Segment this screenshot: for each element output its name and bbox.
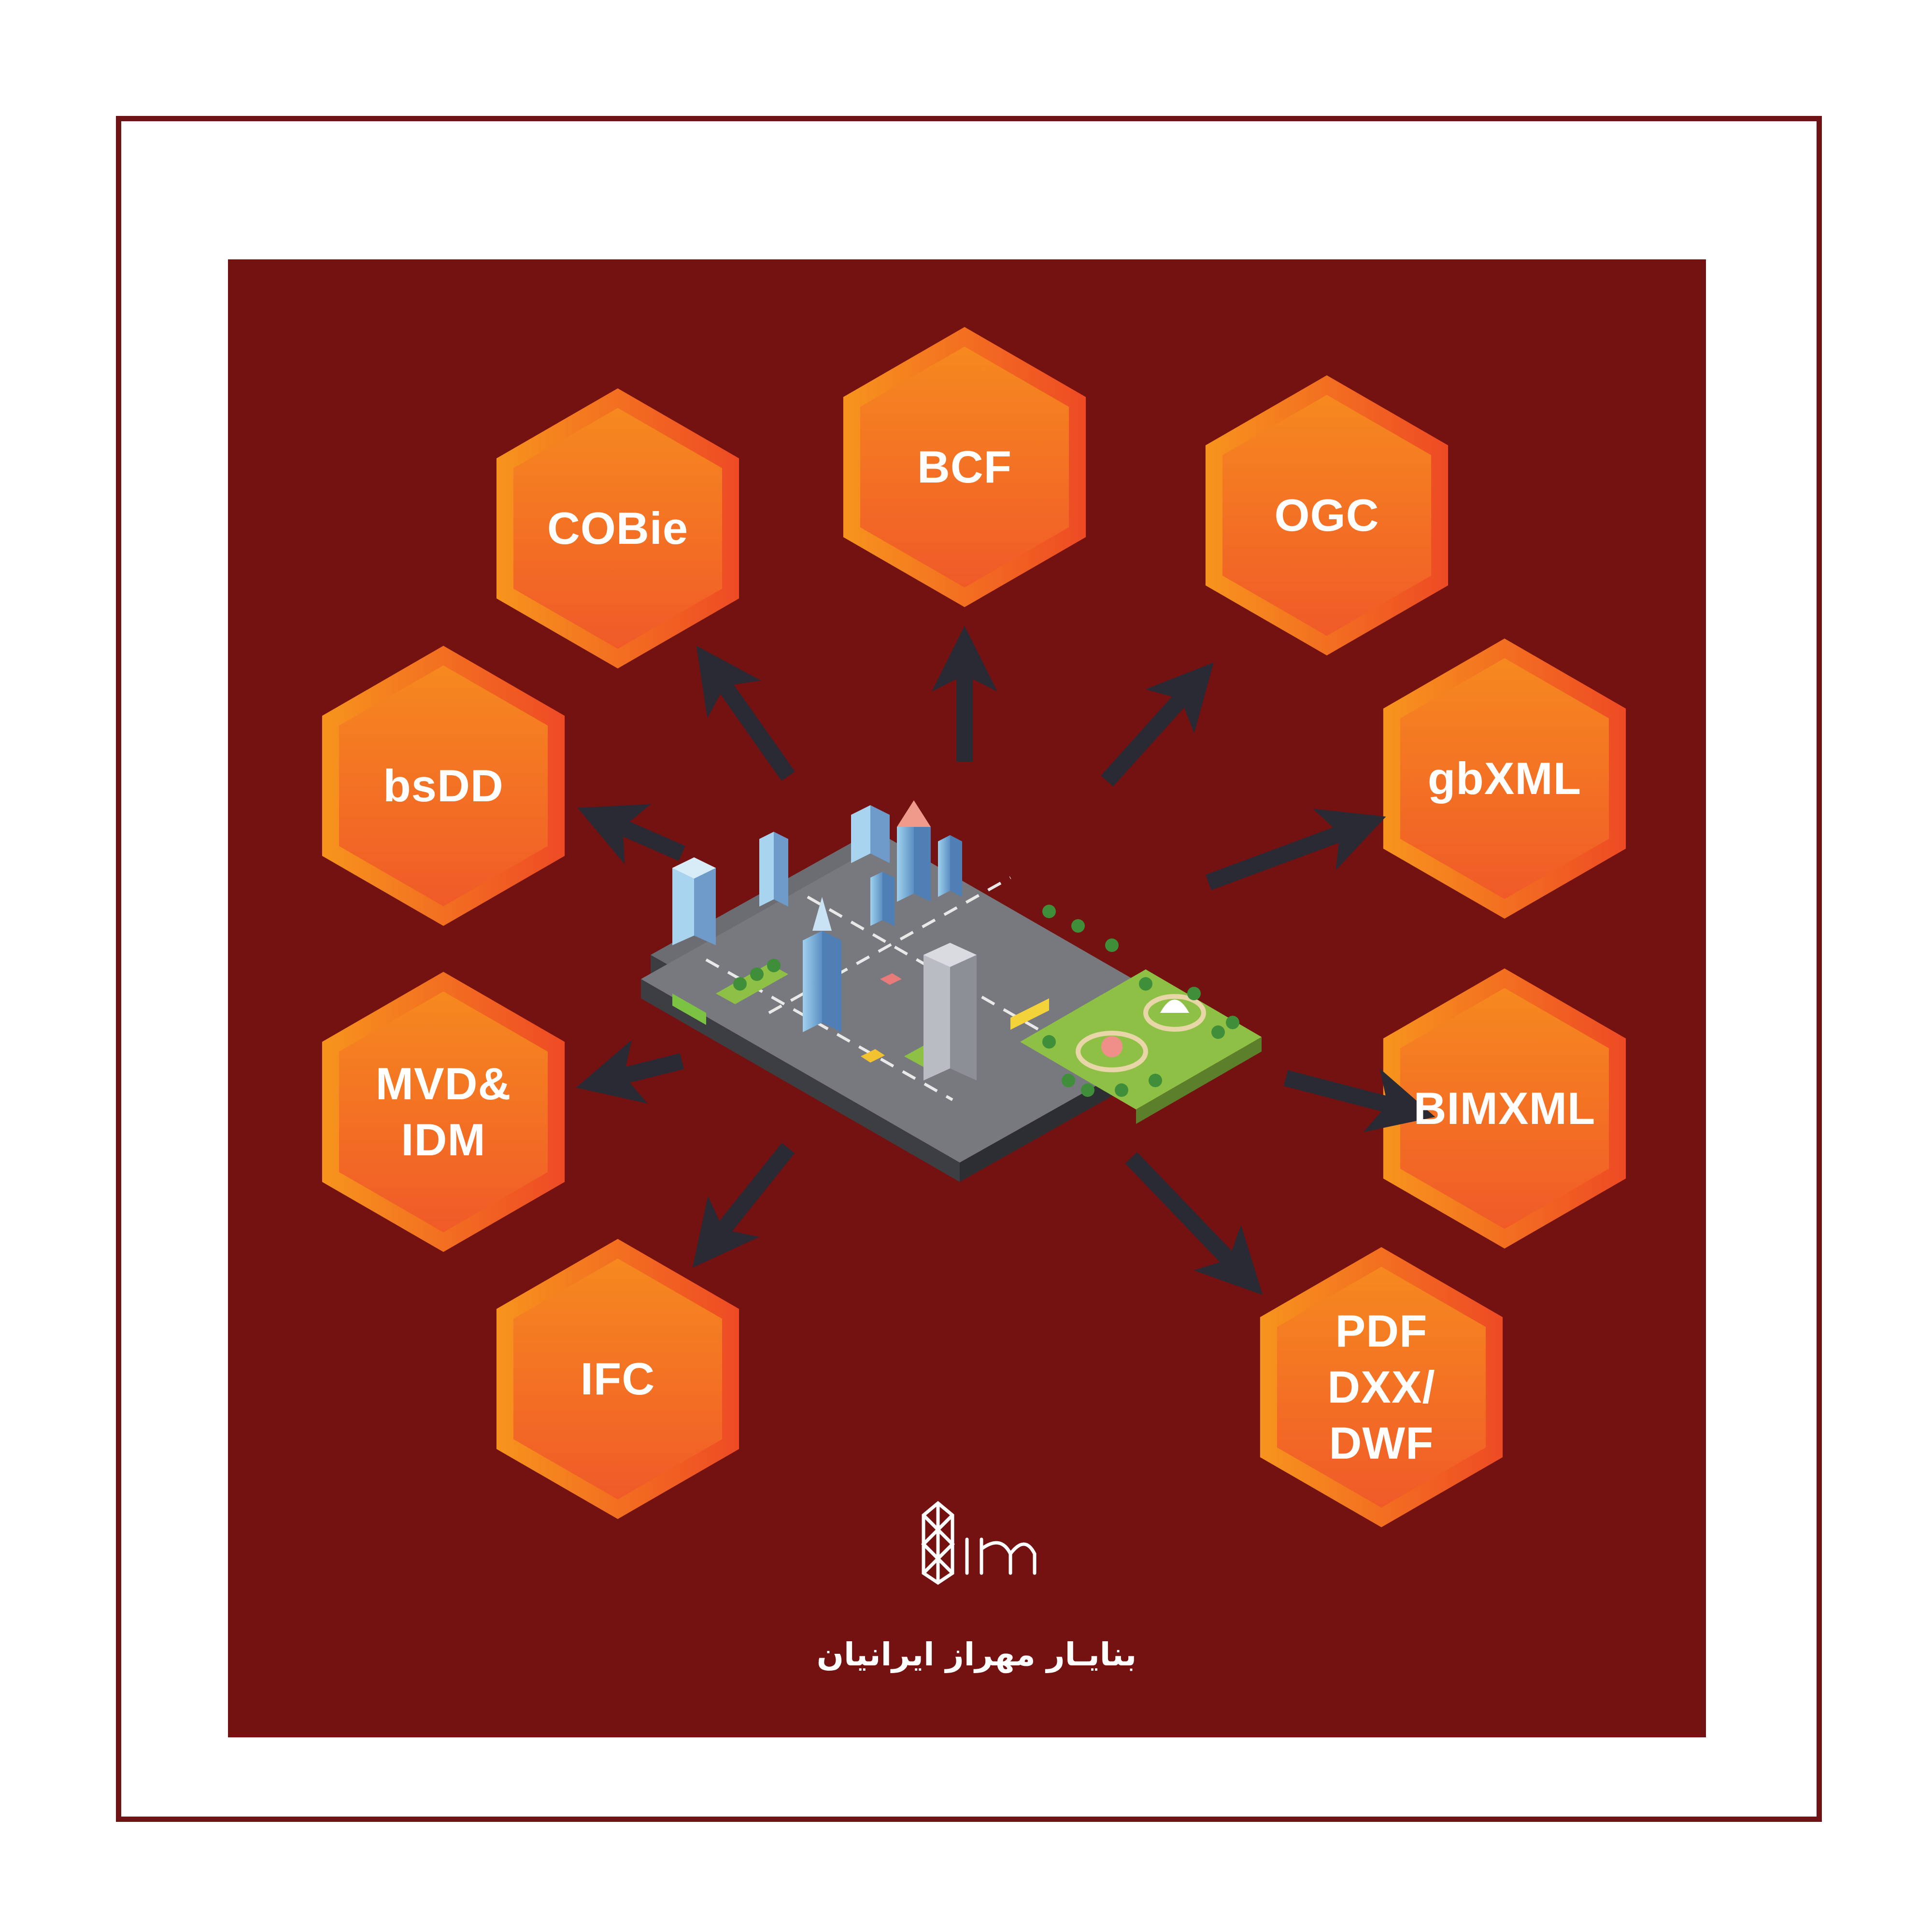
arrow-ifc [692,1143,795,1268]
isometric-city-illustration [641,800,1262,1182]
hexagon-gbxml [1383,639,1626,919]
hexagon-bsdd [322,646,565,926]
arrow-gbxml [1206,809,1386,890]
diagram-art [322,327,1626,1585]
outer-frame [116,116,1822,1822]
arrow-cobie [696,645,795,781]
hexagon-group [322,327,1626,1527]
hexagon-inner [1277,1266,1486,1508]
hex-label-bimxml: BIMXML [1413,1083,1596,1134]
hex-label-ogc: OGC [1274,490,1379,540]
hexagon-cobie [496,388,739,668]
hexagon-inner [1400,658,1609,899]
logo-mark [921,1501,1037,1585]
hex-label-ifc: IFC [580,1353,655,1404]
hexagon-inner [339,991,548,1233]
hexagon-inner [513,1258,722,1500]
hexagon-bimxml [1383,968,1626,1249]
arrow-ogc [1101,662,1214,787]
hexagon-bcf [843,327,1086,607]
hexagon-ifc [496,1239,739,1519]
hex-label-cobie: COBie [547,503,689,554]
hexagon-inner [1400,988,1609,1229]
hexagon-inner [860,346,1069,588]
hexagon-ogc [1205,375,1449,655]
hex-label-bcf: BCF [917,441,1012,492]
arrow-pdf-dxx-dwf [1125,1152,1263,1295]
arrow-bsdd [577,804,685,865]
hexagon-mvd-idm [322,972,565,1252]
hex-label-bsdd: bsDD [383,760,504,811]
hexagon-inner [513,408,722,649]
arrow-bimxml [1283,1068,1435,1132]
hex-label-mvd-idm: MVD&IDM [375,1058,511,1165]
arrow-mvd-idm [576,1039,684,1104]
hexagon-pdf-dxx-dwf [1260,1247,1503,1527]
hex-label-gbxml: gbXML [1427,753,1582,804]
hexagon-inner [1222,395,1431,636]
arrow-group [576,625,1435,1295]
hexagon-inner [339,665,548,907]
brand-name: بنایـار مهراز ایرانیان [816,1636,1137,1673]
